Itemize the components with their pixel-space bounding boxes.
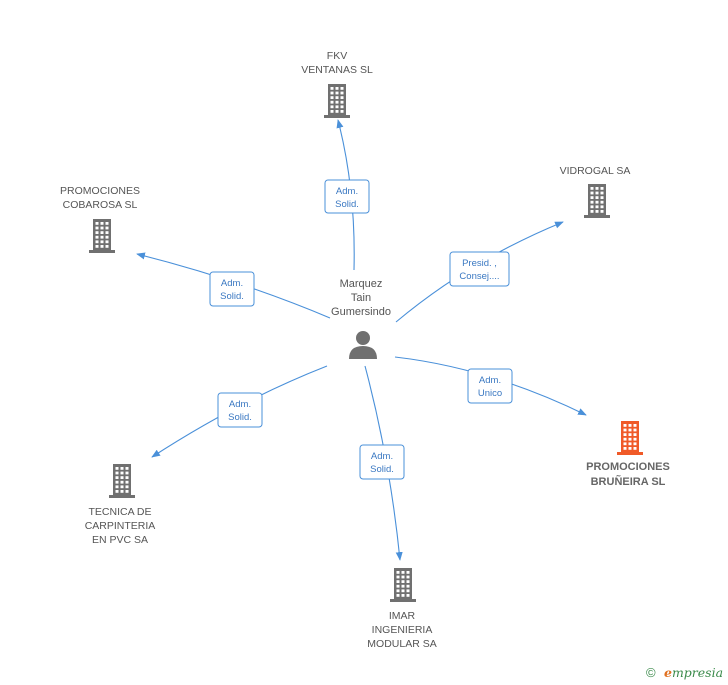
role-box-brunheira[interactable]: Adm. Unico	[467, 368, 513, 404]
building-icon	[109, 464, 135, 498]
role-box-imar[interactable]: Adm. Solid.	[359, 444, 405, 480]
company-node-tecnica[interactable]: TECNICA DE CARPINTERIA EN PVC SA	[85, 506, 156, 546]
brand-letter: e	[664, 665, 672, 680]
company-label-line: TECNICA DE	[88, 506, 151, 518]
role-line: Adm.	[479, 375, 501, 386]
building-icon	[324, 84, 350, 118]
company-label-line: BRUÑEIRA SL	[591, 475, 666, 488]
role-box-vidrogal[interactable]: Presid. , Consej....	[449, 251, 510, 287]
role-line: Consej....	[459, 271, 499, 282]
company-label-line: CARPINTERIA	[85, 520, 156, 532]
role-box-tecnica[interactable]: Adm. Solid.	[217, 392, 263, 428]
building-icon	[584, 184, 610, 218]
role-box-fkv[interactable]: Adm. Solid.	[324, 179, 370, 214]
role-line: Solid.	[220, 291, 244, 302]
company-label-line: IMAR	[389, 610, 416, 622]
company-label-line: FKV	[327, 50, 347, 62]
footer-brand[interactable]: © empresia	[638, 664, 728, 684]
person-icon	[349, 331, 377, 359]
brand-name-rest: mpresia	[671, 665, 724, 680]
company-label-line: PROMOCIONES	[60, 185, 140, 197]
company-label-line: COBAROSA SL	[63, 199, 138, 211]
person-name-line: Marquez	[340, 278, 383, 290]
person-name-line: Gumersindo	[331, 306, 391, 318]
building-icon	[617, 421, 643, 455]
company-label-line: EN PVC SA	[92, 534, 148, 546]
role-line: Adm.	[221, 278, 243, 289]
role-line: Solid.	[370, 464, 394, 475]
copyright-symbol: ©	[646, 665, 656, 680]
center-person-node[interactable]: Marquez Tain Gumersindo	[331, 278, 391, 359]
role-line: Adm.	[229, 399, 251, 410]
role-line: Solid.	[228, 412, 252, 423]
company-node-brunheira[interactable]: PROMOCIONES BRUÑEIRA SL	[586, 461, 670, 488]
role-line: Adm.	[371, 451, 393, 462]
company-label-line: PROMOCIONES	[586, 461, 670, 473]
company-label-line: INGENIERIA	[372, 624, 433, 636]
company-node-imar[interactable]: IMAR INGENIERIA MODULAR SA	[367, 610, 436, 650]
building-icon	[89, 219, 115, 253]
company-label-line: MODULAR SA	[367, 638, 436, 650]
role-line: Solid.	[335, 199, 359, 210]
company-node-cobarosa[interactable]: PROMOCIONES COBAROSA SL	[60, 185, 140, 211]
company-node-fkv[interactable]: FKV VENTANAS SL	[301, 50, 373, 76]
company-node-vidrogal[interactable]: VIDROGAL SA	[560, 165, 631, 177]
company-label-line: VENTANAS SL	[301, 64, 373, 76]
brand-logo: empresia	[664, 665, 723, 680]
role-line: Adm.	[336, 186, 358, 197]
person-name-line: Tain	[351, 292, 371, 304]
role-box-cobarosa[interactable]: Adm. Solid.	[209, 271, 255, 307]
building-icon	[390, 568, 416, 602]
company-icons	[89, 84, 643, 602]
role-line: Unico	[478, 388, 502, 399]
company-label-line: VIDROGAL SA	[560, 165, 631, 177]
role-line: Presid. ,	[462, 258, 497, 269]
